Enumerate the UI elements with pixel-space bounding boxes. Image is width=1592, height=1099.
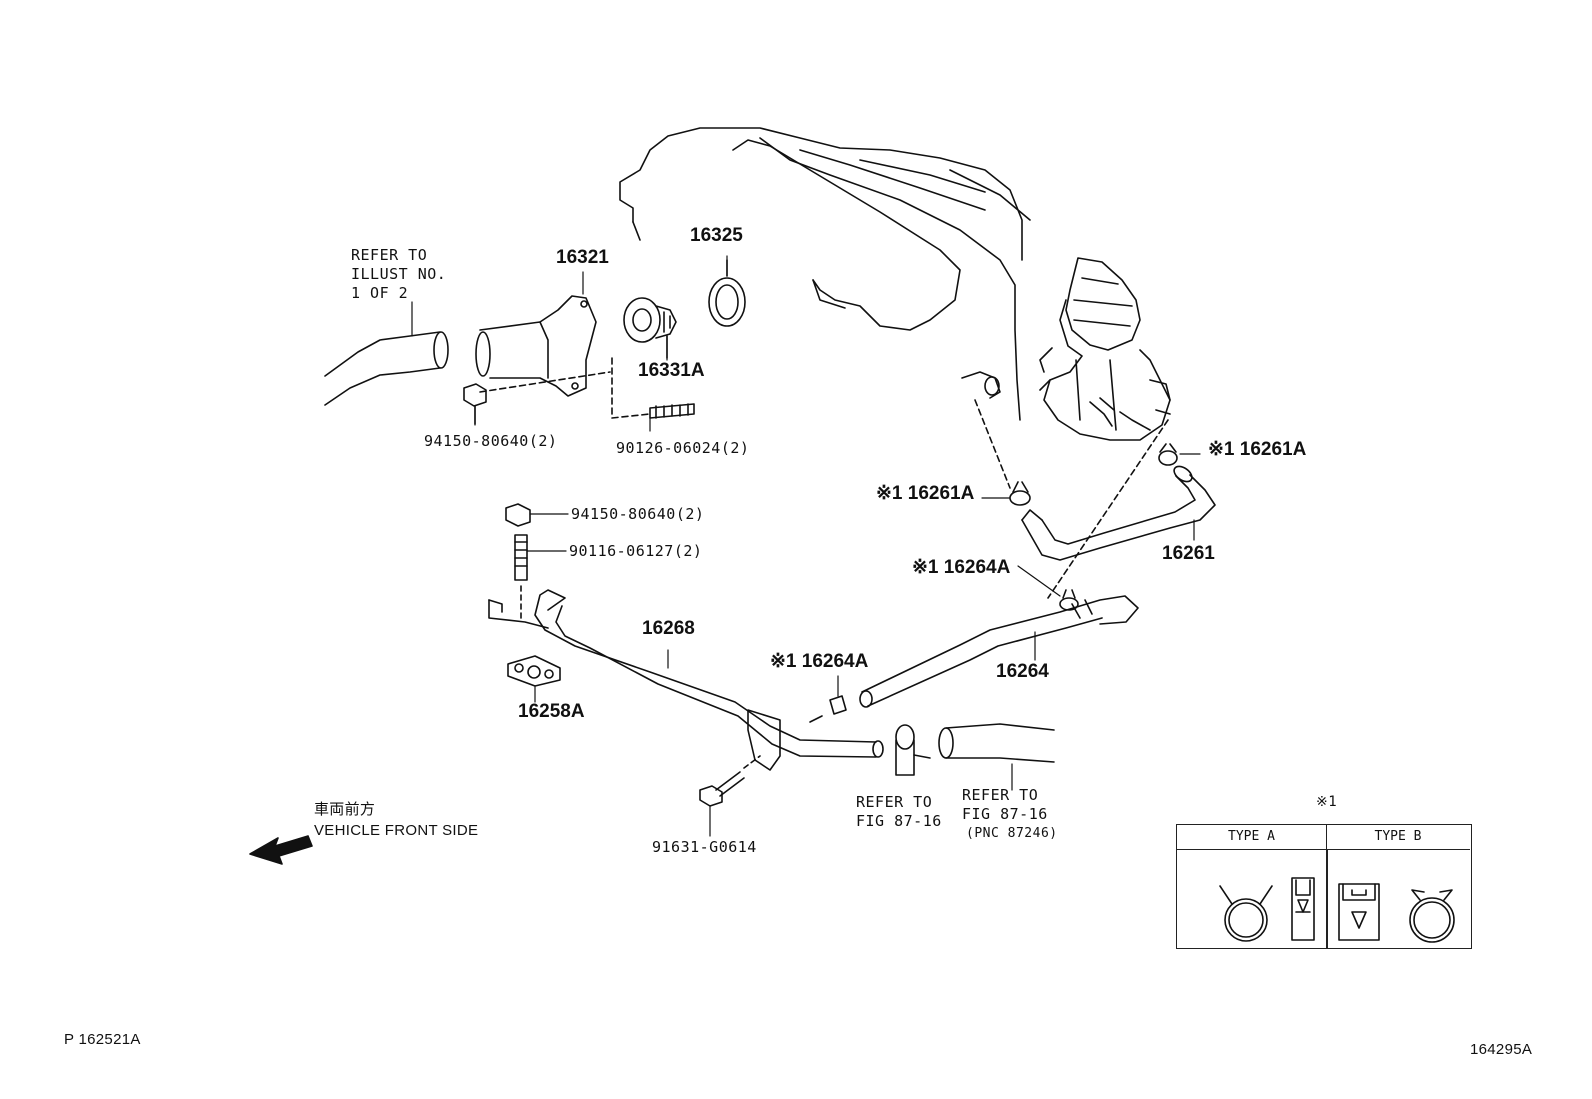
legend-type-b-clamp-side [1338,883,1380,941]
leader-lines [411,255,1201,837]
vehicle-front-jp: 車両前方 [314,801,376,818]
upper-radiator-hose-ref [324,331,449,406]
water-bypass-pipe [488,589,884,771]
refer-fig-b: REFER TO FIG 87-16 (PNC 87246) [962,786,1058,843]
refer-fig-b-line-1: REFER TO [962,786,1039,804]
refer-fig-a-line-2: FIG 87-16 [856,812,942,830]
nut-stud-upper [463,357,695,425]
refer-fig-b-line-3: (PNC 87246) [966,826,1058,841]
clamp-16264A-right [1059,589,1079,611]
throttle-body [1039,257,1171,441]
part-16321[interactable]: 16321 [556,247,609,268]
clamp-lower [895,724,931,776]
refer-fig-b-line-2: FIG 87-16 [962,805,1048,823]
gasket-16258A [507,655,561,687]
refer-line-1: REFER TO [351,246,428,264]
refer-fig-a-line-1: REFER TO [856,793,933,811]
legend-divider [1326,849,1328,949]
legend-mark: ※1 [1316,794,1338,810]
part-16264A-left[interactable]: ※1 16264A [770,651,869,672]
part-94150-upper[interactable]: 94150-80640(2) [424,432,558,450]
vehicle-front-arrow [249,835,313,865]
part-16325[interactable]: 16325 [690,225,743,246]
legend-type-a-label: TYPE A [1177,825,1327,850]
part-90126[interactable]: 90126-06024(2) [616,439,750,457]
part-90116[interactable]: 90116-06127(2) [569,542,703,560]
engine-pipe-nipple [961,371,1011,489]
refer-fig-a: REFER TO FIG 87-16 [856,793,942,831]
diagram-code-right: 164295A [1470,1041,1533,1058]
part-16264[interactable]: 16264 [996,661,1049,682]
clamp-16261A-left [1009,481,1031,506]
legend-type-a-clamp-round [1219,885,1273,942]
refer-illust-note: REFER TO ILLUST NO. 1 OF 2 [351,246,446,303]
part-91631[interactable]: 91631-G0614 [652,838,757,856]
clamp-16264A-left [829,695,847,715]
part-16258A[interactable]: 16258A [518,701,585,722]
nut-stud-lower [505,503,531,621]
legend-type-b-label: TYPE B [1326,825,1470,850]
bolt-91631 [699,755,761,807]
legend-type-b-clamp-round [1409,889,1455,943]
part-16264A-right[interactable]: ※1 16264A [912,557,1011,578]
legend-type-a-clamp-side [1291,877,1315,941]
refer-line-3: 1 OF 2 [351,284,409,302]
clamp-16261A-right [1158,443,1178,466]
vehicle-front-en: VEHICLE FRONT SIDE [314,822,479,839]
refer-line-2: ILLUST NO. [351,265,447,283]
part-16331A[interactable]: 16331A [638,360,705,381]
part-16261A-left[interactable]: ※1 16261A [876,483,975,504]
part-16268[interactable]: 16268 [642,618,695,639]
part-16261[interactable]: 16261 [1162,543,1215,564]
lower-hose-ref [938,723,1055,763]
diagram-code-left: P 162521A [64,1031,141,1048]
hose-16264 [859,595,1139,708]
part-94150-lower[interactable]: 94150-80640(2) [571,505,705,523]
hose-16261 [1021,465,1216,561]
part-16261A-right[interactable]: ※1 16261A [1208,439,1307,460]
thermostat [623,297,677,359]
clamp-type-legend: TYPE A TYPE B [1176,824,1472,949]
water-outlet [475,295,597,397]
engine-block [619,127,1031,421]
